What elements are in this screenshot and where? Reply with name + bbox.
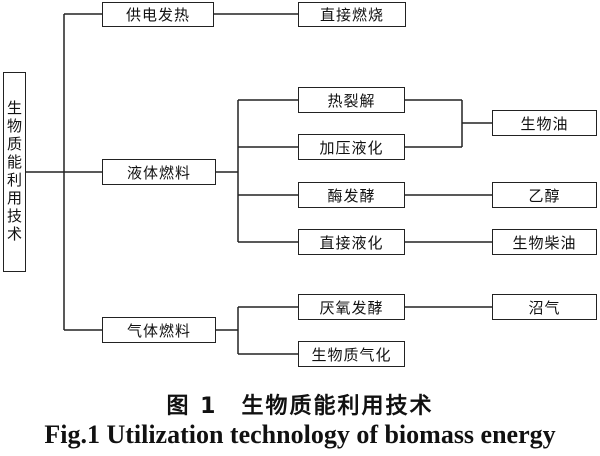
branch-power-heat: 供电发热 [102, 2, 214, 27]
product-ethanol: 乙醇 [492, 182, 597, 208]
product-bio-oil: 生物油 [492, 110, 597, 136]
method-direct-combustion: 直接燃烧 [298, 2, 406, 27]
method-enzymatic-fermentation: 酶发酵 [298, 182, 405, 208]
branch-liquid-fuel-label: 液体燃料 [126, 163, 191, 182]
method-direct-liquefaction: 直接液化 [298, 229, 405, 255]
root-label: 生物质能利用技术 [5, 100, 23, 244]
method-anaerobic-fermentation-label: 厌氧发酵 [319, 298, 384, 317]
method-anaerobic-fermentation: 厌氧发酵 [298, 294, 405, 320]
figure-caption-cn: 图 1 生物质能利用技术 [166, 394, 434, 419]
figure-caption-en: Fig.1 Utilization technology of biomass … [44, 420, 556, 449]
product-biodiesel: 生物柴油 [492, 229, 597, 255]
root-node: 生物质能利用技术 [3, 72, 26, 272]
product-ethanol-label: 乙醇 [528, 186, 561, 205]
method-pressurized-liquefaction: 加压液化 [298, 134, 405, 160]
product-bio-oil-label: 生物油 [520, 114, 569, 133]
branch-power-heat-label: 供电发热 [125, 6, 190, 24]
product-biogas: 沼气 [492, 294, 597, 320]
method-enzymatic-fermentation-label: 酶发酵 [327, 186, 376, 205]
branch-gas-fuel: 气体燃料 [102, 317, 216, 343]
product-biodiesel-label: 生物柴油 [512, 233, 577, 252]
method-direct-combustion-label: 直接燃烧 [319, 6, 384, 24]
method-direct-liquefaction-label: 直接液化 [319, 233, 384, 252]
method-biomass-gasification-label: 生物质气化 [311, 345, 392, 364]
method-pyrolysis: 热裂解 [298, 87, 405, 113]
product-biogas-label: 沼气 [528, 298, 561, 317]
method-pressurized-liquefaction-label: 加压液化 [319, 138, 384, 157]
method-biomass-gasification: 生物质气化 [298, 341, 405, 367]
method-pyrolysis-label: 热裂解 [327, 91, 376, 110]
branch-liquid-fuel: 液体燃料 [102, 159, 216, 185]
branch-gas-fuel-label: 气体燃料 [126, 321, 191, 340]
